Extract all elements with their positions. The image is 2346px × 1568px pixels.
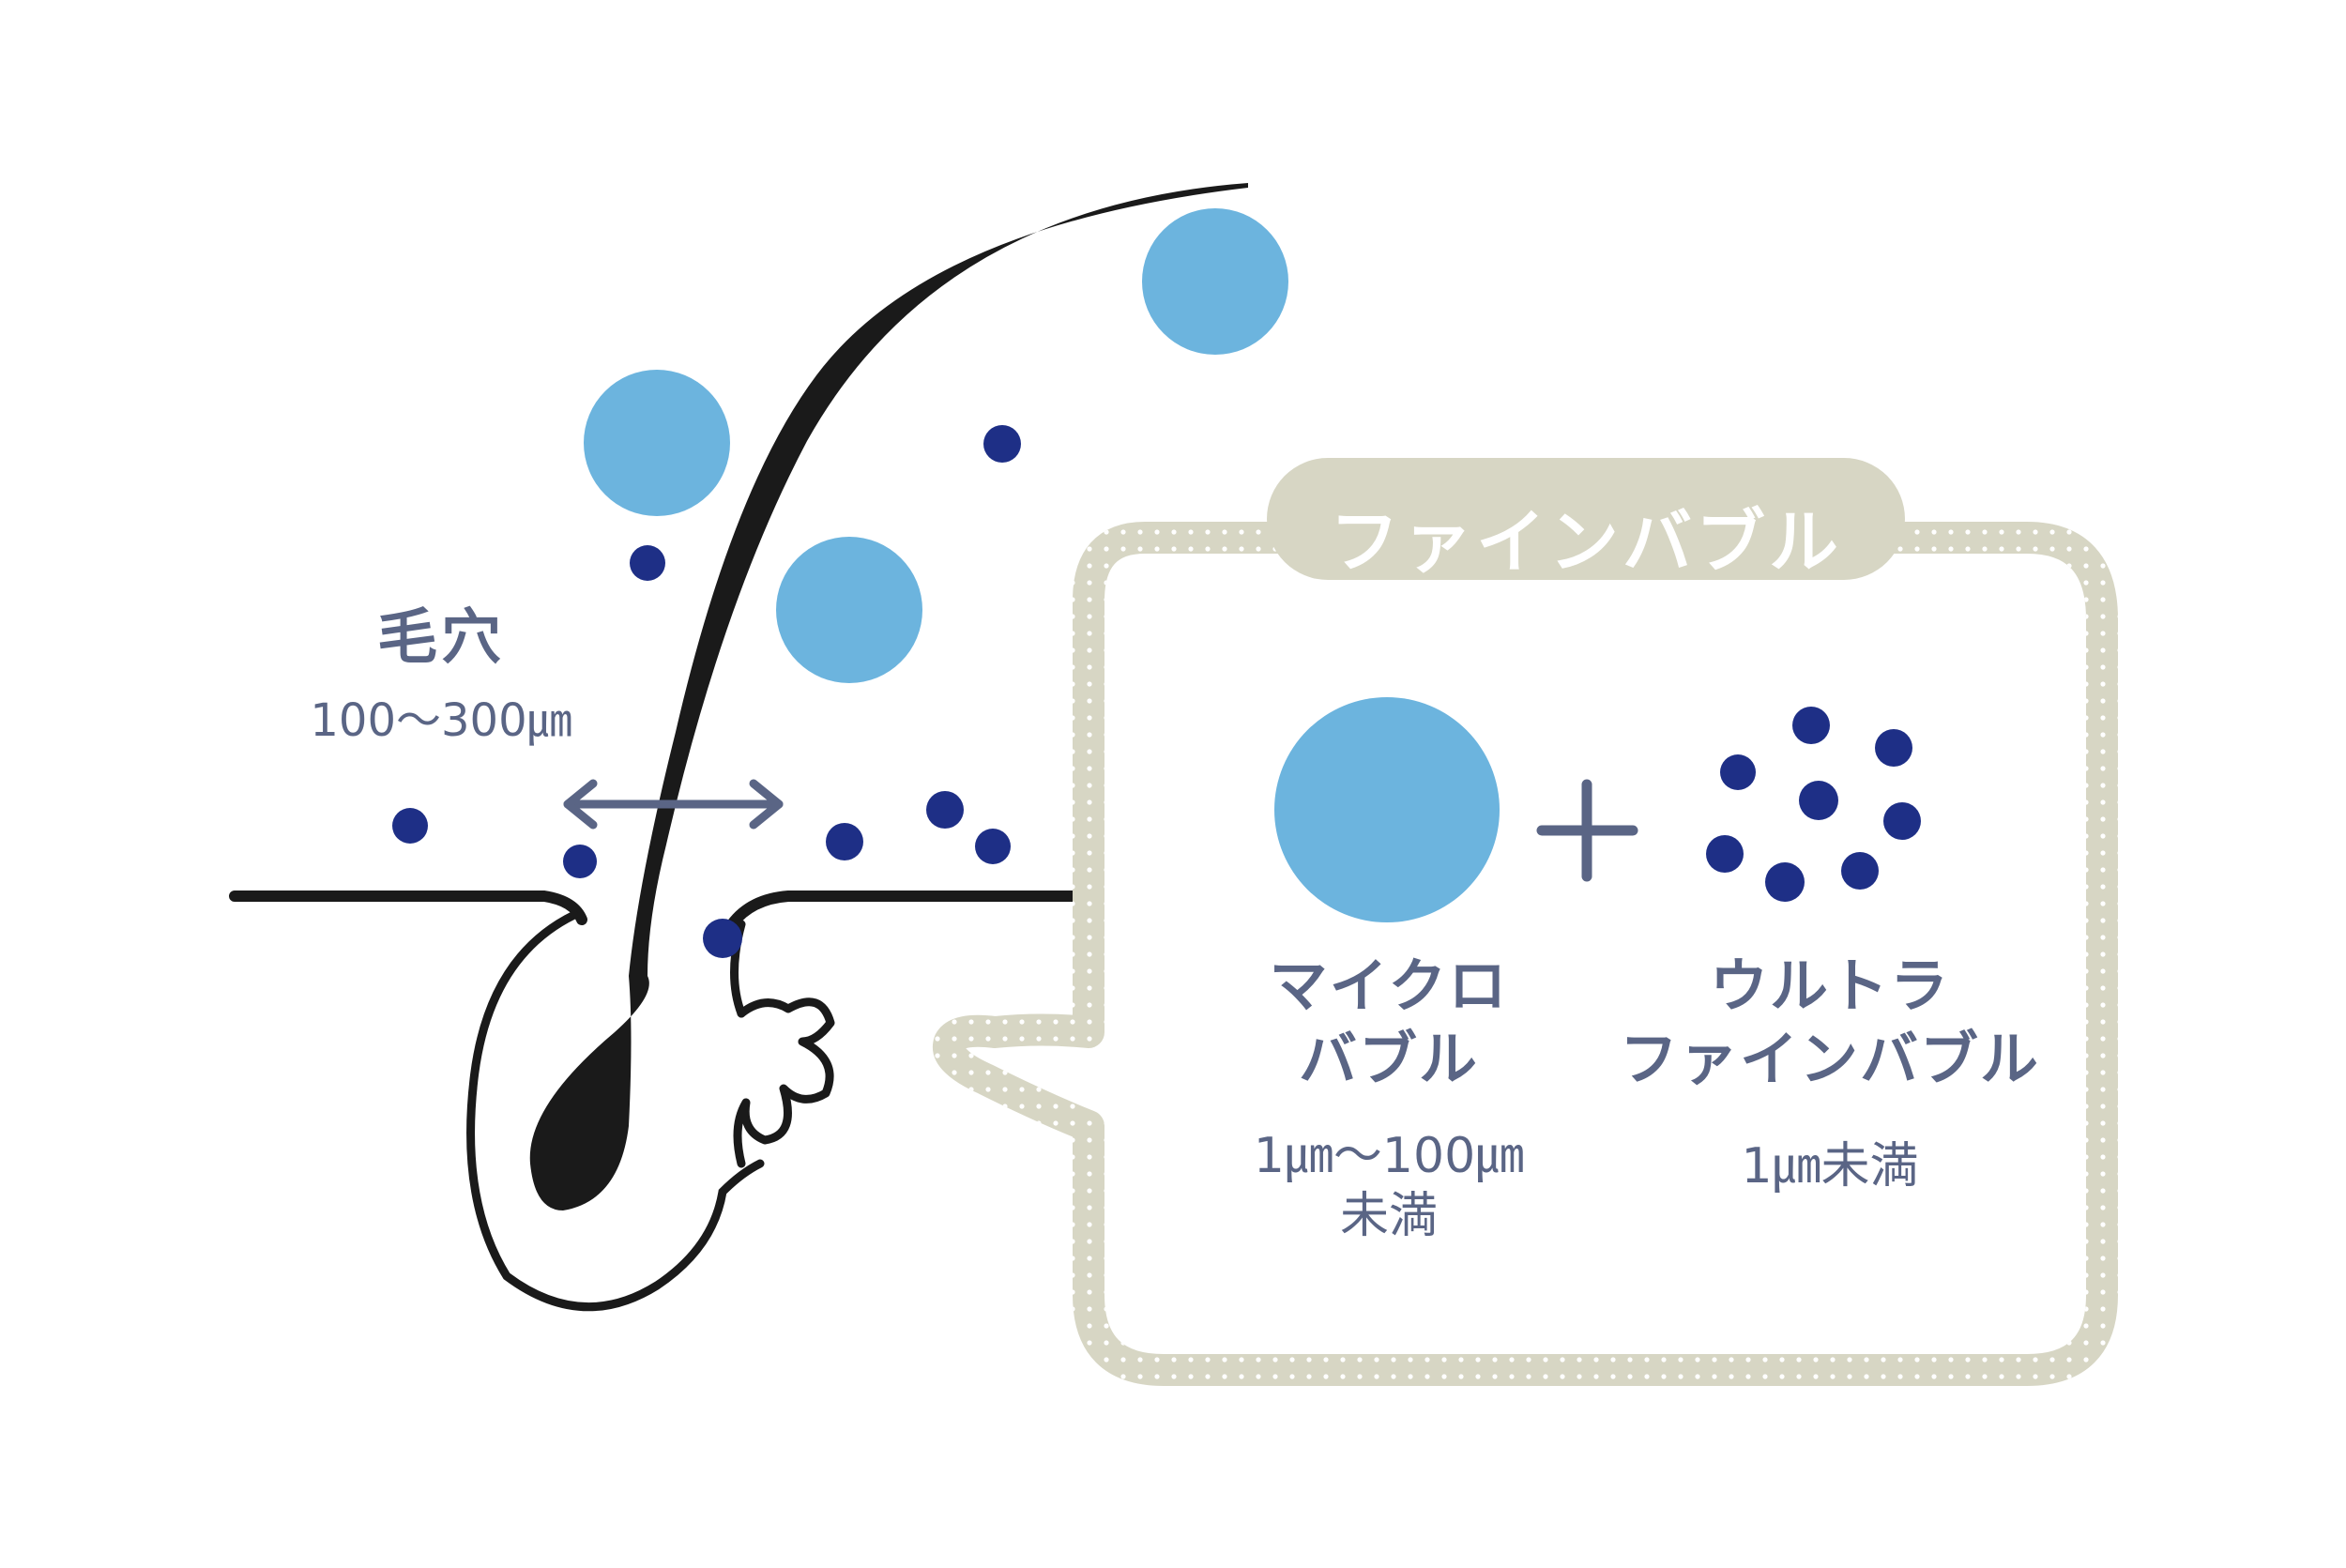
- microbubble-name-line1: マイクロ: [1269, 951, 1509, 1020]
- microbubble-size: 1㎛〜100㎛ 未満: [1182, 1126, 1595, 1246]
- ultrafine-bubble-size: 1㎛未満: [1741, 1138, 1919, 1195]
- small-bubbles: [392, 425, 1021, 958]
- small-bubble: [563, 845, 597, 878]
- ultrafine-bubble: [1799, 781, 1838, 820]
- micro-bubble: [1274, 697, 1500, 922]
- plus-icon: [1536, 779, 1638, 882]
- ultrafine-bubble-name: ウルトラ ファインバブル: [1539, 950, 2121, 1096]
- large-bubble: [584, 370, 730, 516]
- sebaceous-gland: [733, 997, 835, 1168]
- pore-label: 毛穴: [377, 603, 505, 673]
- ultrafine-bubble-cluster: [1706, 707, 1921, 902]
- ultrafine-name-line1: ウルトラ: [1709, 951, 1950, 1020]
- ultrafine-bubble: [1765, 862, 1805, 902]
- large-bubble: [1142, 208, 1288, 355]
- hair-icon: [529, 183, 1248, 1210]
- ultrafine-bubble: [1720, 754, 1756, 790]
- follicle-outline: [466, 910, 765, 1312]
- ultrafine-bubble: [1792, 707, 1830, 744]
- pore-size-label: 100〜300㎛: [310, 694, 572, 747]
- badge-background: [1267, 458, 1905, 580]
- small-bubble: [926, 791, 964, 829]
- small-bubble: [703, 919, 742, 958]
- skin-line-right: [726, 891, 1085, 930]
- ultrafine-name-line2: ファインバブル: [1619, 1025, 2040, 1093]
- double-arrow-icon: [563, 779, 784, 830]
- ultrafine-bubble: [1883, 802, 1921, 840]
- microbubble-name: マイクロ バブル: [1211, 950, 1567, 1096]
- microbubble-size-line2: 未満: [1339, 1188, 1438, 1244]
- speech-bubble-dots: [933, 522, 2118, 1386]
- small-bubble: [983, 425, 1021, 463]
- ultrafine-bubble: [1706, 835, 1744, 873]
- small-bubble: [826, 823, 863, 860]
- microbubble-name-line2: バブル: [1298, 1025, 1479, 1093]
- skin-line: [229, 891, 587, 925]
- small-bubble: [392, 808, 428, 844]
- large-bubbles: [584, 208, 1288, 683]
- ultrafine-bubble: [1841, 852, 1879, 890]
- large-bubble: [776, 537, 922, 683]
- microbubble-size-line1: 1㎛〜100㎛: [1253, 1128, 1525, 1184]
- small-bubble: [630, 545, 665, 581]
- ultrafine-bubble: [1875, 729, 1912, 767]
- fine-bubble-title: ファインバブル: [1330, 502, 1842, 583]
- small-bubble: [975, 829, 1011, 864]
